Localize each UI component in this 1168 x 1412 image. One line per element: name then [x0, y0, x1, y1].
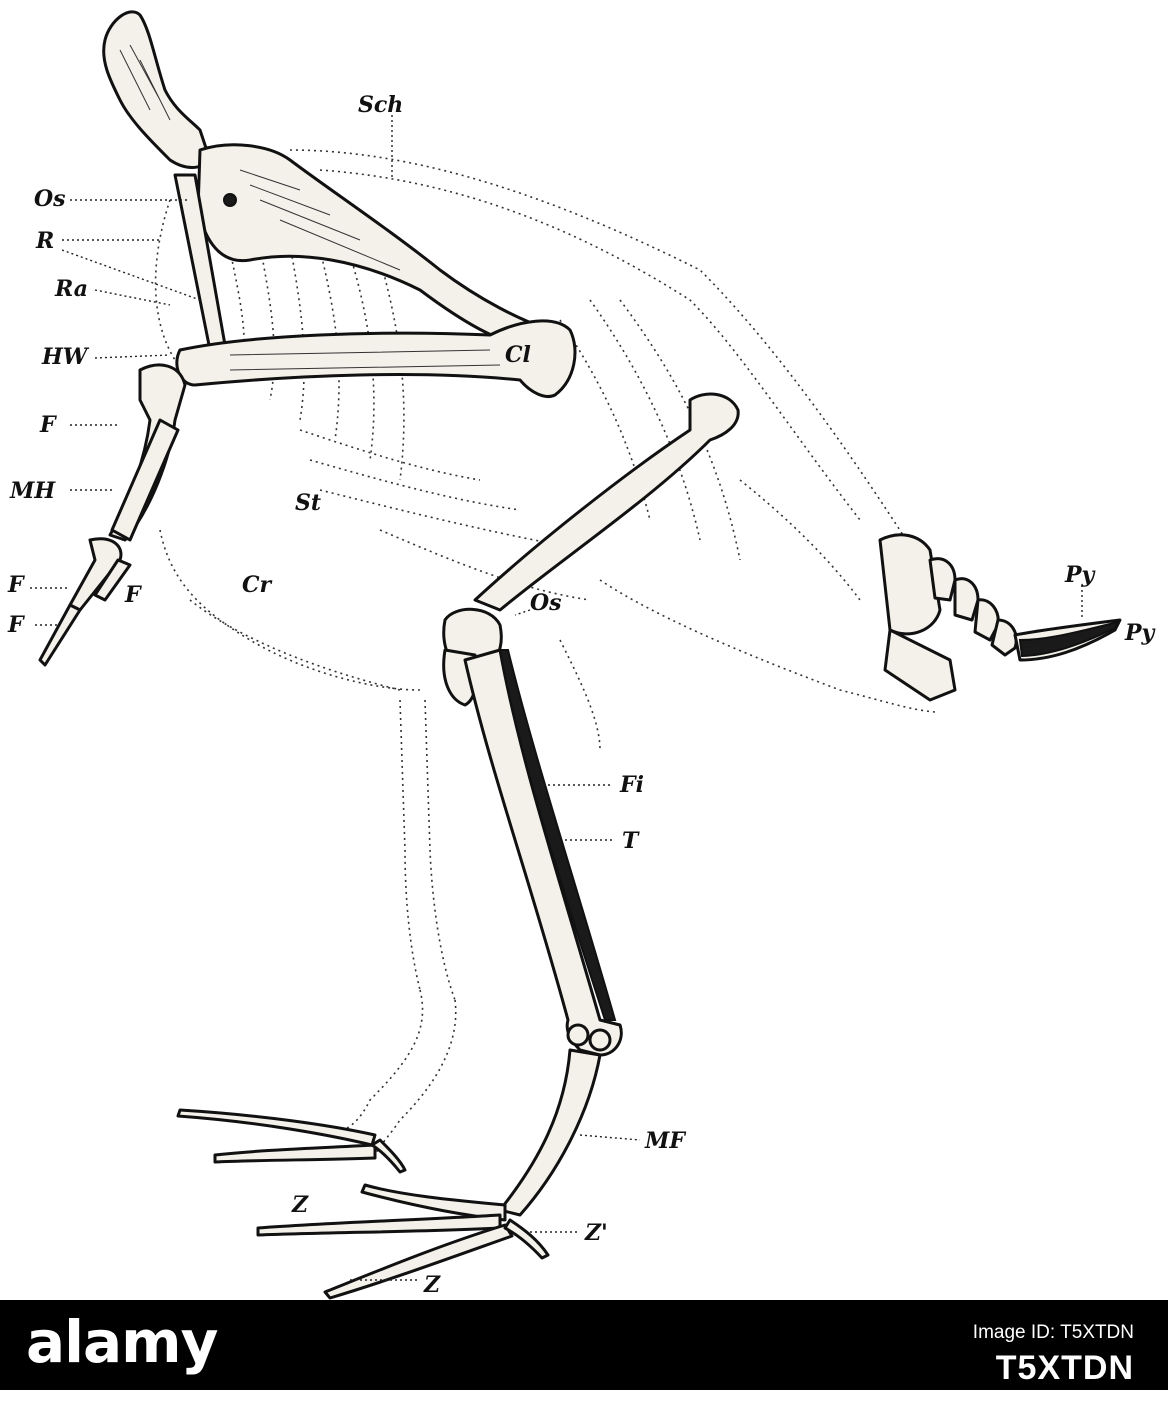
label-z-prime: Z' [584, 1220, 608, 1246]
far-foot-outline [176, 1108, 407, 1174]
label-f-lower-mid: F [124, 582, 142, 608]
label-f-lower-left: F [7, 572, 25, 598]
label-mh: MH [9, 478, 56, 504]
label-z-bottom: Z [423, 1272, 441, 1298]
label-sch: Sch [358, 92, 403, 118]
skeleton-illustration: Sch Os R Ra Cl HW F MH F F F St Cr Os Py… [7, 10, 1157, 1300]
image-info: Image ID: T5XTDN T5XTDN www.alamy.com [973, 1320, 1134, 1412]
leg-bones [256, 392, 740, 1300]
body-outline [154, 149, 941, 1156]
label-py-tip: Py [1124, 620, 1157, 646]
label-cr: Cr [242, 572, 273, 598]
tail-bones [878, 533, 1122, 702]
site-url-link[interactable]: www.alamy.com [1026, 1392, 1134, 1410]
label-ra: Ra [54, 276, 88, 302]
alamy-logo: alamy [26, 1308, 218, 1376]
label-os-knee: Os [530, 590, 562, 616]
label-mf: MF [644, 1128, 686, 1154]
label-py-upper: Py [1064, 562, 1097, 588]
image-id: T5XTDN [995, 1348, 1134, 1387]
figure-labels: Sch Os R Ra Cl HW F MH F F F St Cr Os Py… [7, 92, 1157, 1298]
label-cl: Cl [505, 342, 531, 368]
label-leaders [30, 115, 1083, 1281]
label-os-top: Os [34, 186, 66, 212]
label-st: St [295, 490, 321, 516]
label-t: T [622, 828, 640, 854]
label-f-tip: F [7, 612, 25, 638]
image-id-label: Image ID: T5XTDN [972, 1322, 1134, 1343]
label-z-left: Z [291, 1192, 309, 1218]
label-f-upper: F [39, 412, 57, 438]
stock-watermark-banner: alamy Image ID: T5XTDN T5XTDN www.alamy.… [0, 1300, 1168, 1410]
bird-skeleton-diagram: Sch Os R Ra Cl HW F MH F F F St Cr Os Py… [7, 10, 1157, 1300]
wing-bones [38, 10, 577, 667]
label-hw: HW [41, 344, 90, 370]
label-r: R [35, 228, 54, 254]
label-fi: Fi [619, 772, 644, 798]
